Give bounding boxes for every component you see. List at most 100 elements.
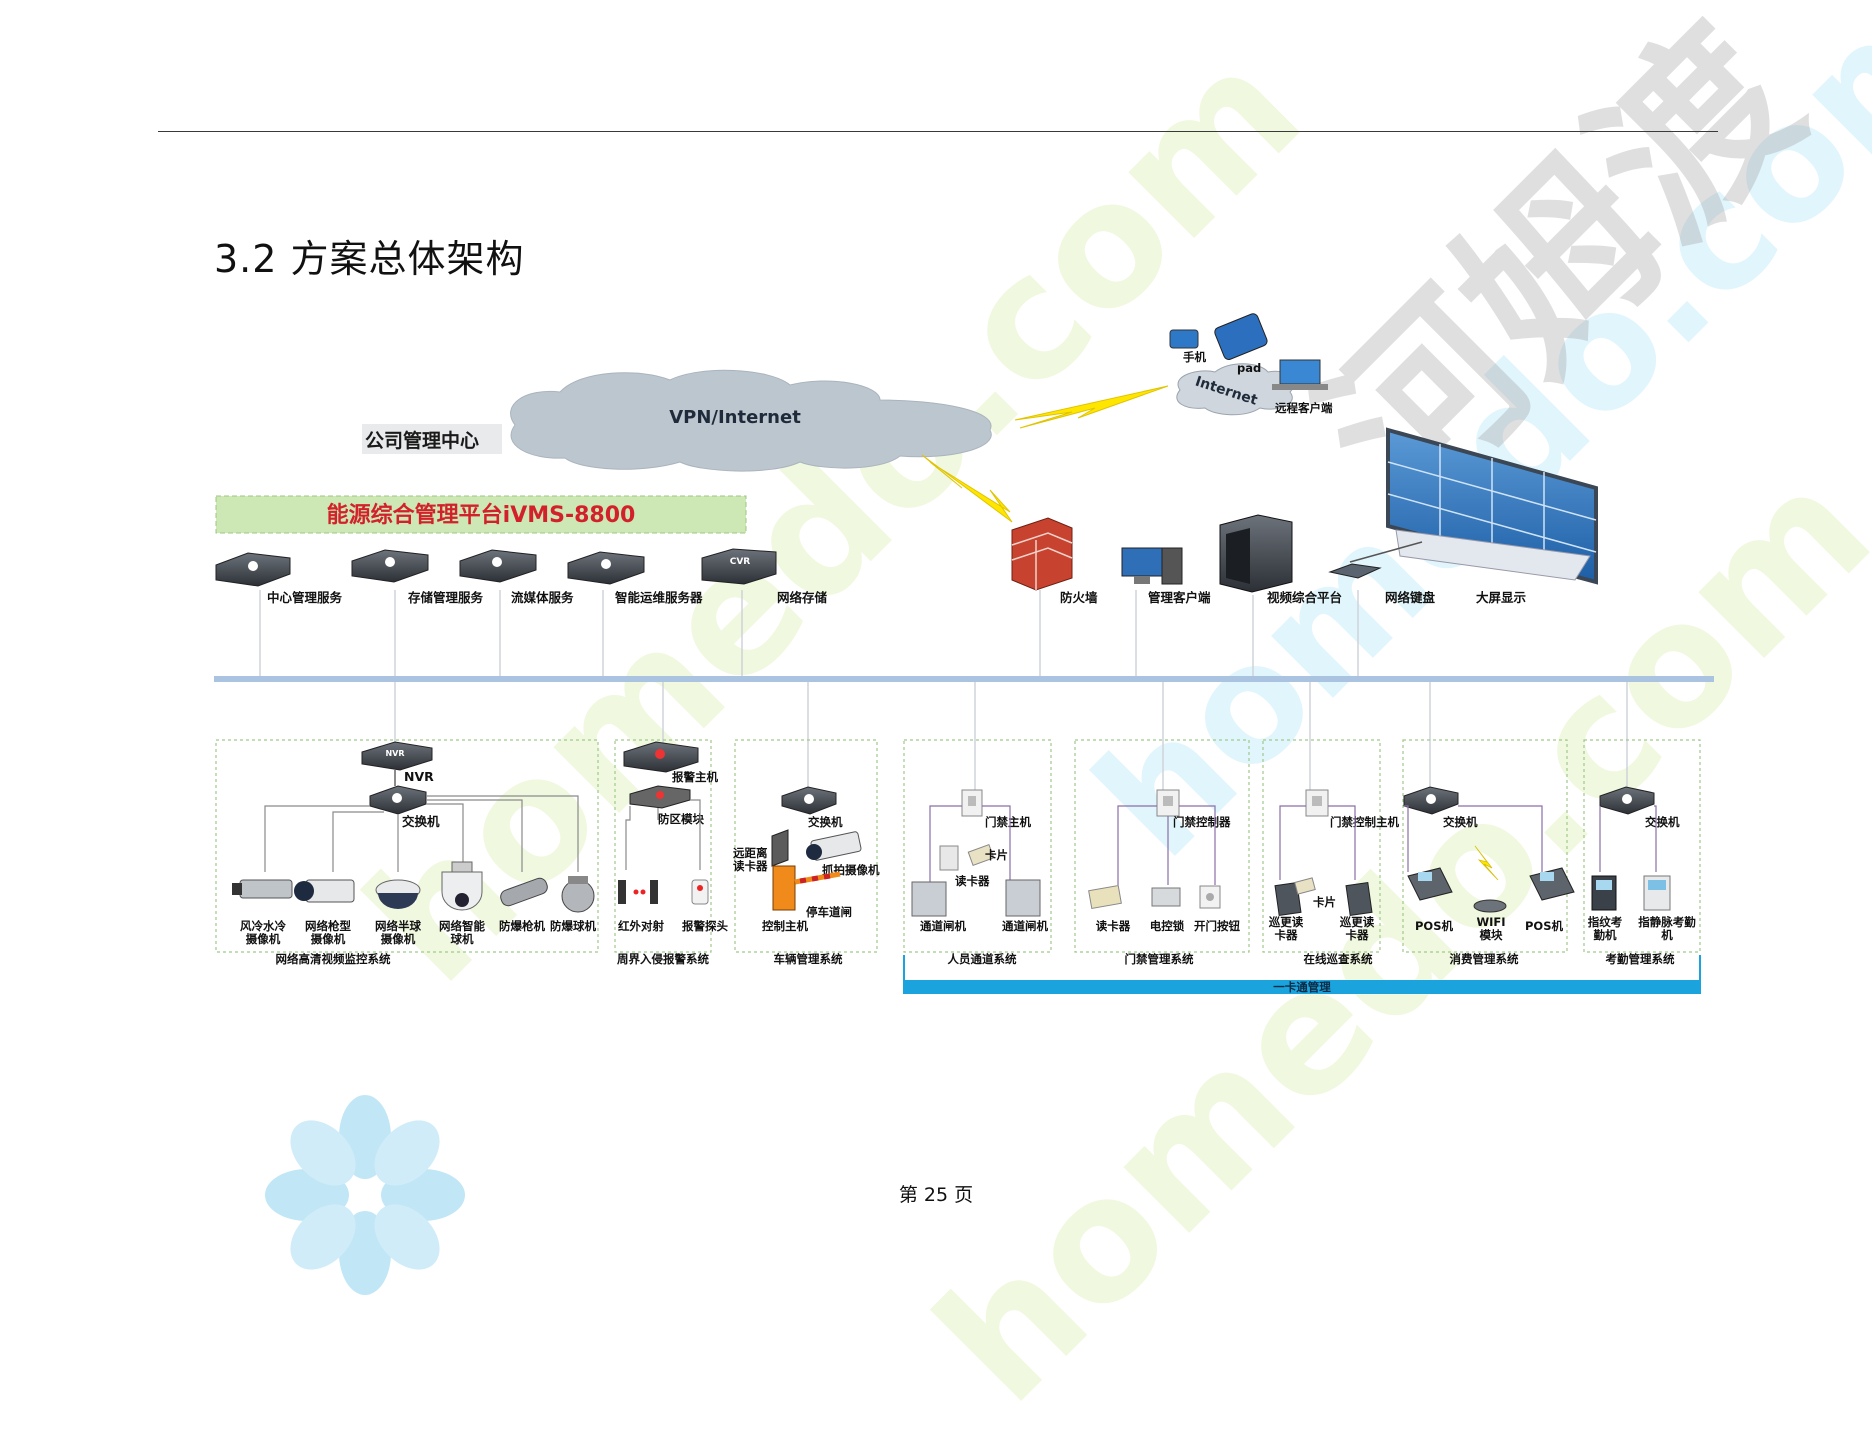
wifi-lightning-icon xyxy=(1474,845,1499,881)
camera-label: 网络枪型摄像机 xyxy=(305,919,351,946)
attendance-system: 交换机 指纹考勤机 指静脉考勤机 考勤管理系统 xyxy=(1588,786,1696,966)
patrol-reader-icon xyxy=(1274,877,1373,916)
system-name: 人员通道系统 xyxy=(948,952,1017,966)
gate-label: 通道闸机 xyxy=(920,919,966,933)
personnel-system: 门禁主机 卡片 读卡器 通道闸机 通道闸机 人员通道系统 xyxy=(911,789,1048,966)
reader-label: 读卡器 xyxy=(1096,919,1131,933)
ir-beam-label: 红外对射 xyxy=(618,919,664,933)
device-label: 管理客户端 xyxy=(1148,590,1211,605)
switch-label: 交换机 xyxy=(808,815,843,829)
header-rule xyxy=(158,131,1718,132)
pos-label: POS机 xyxy=(1415,919,1453,933)
gate-label: 通道闸机 xyxy=(1002,919,1048,933)
switch-label: 交换机 xyxy=(1443,815,1478,829)
lightning-icon xyxy=(921,454,1013,523)
system-name: 车辆管理系统 xyxy=(774,952,843,966)
camera-icons xyxy=(232,861,595,913)
explosion-proof-dome-icon xyxy=(561,876,595,913)
pad-label: pad xyxy=(1237,361,1261,375)
nvr-label: NVR xyxy=(404,769,434,784)
patrol-reader-label: 巡更读卡器 xyxy=(1340,915,1375,942)
system-name: 网络高清视频监控系统 xyxy=(276,952,391,966)
remote-client-label: 远程客户端 xyxy=(1275,401,1333,415)
cooled-camera-icon xyxy=(232,879,293,899)
card-bar-label: 一卡通管理 xyxy=(1273,980,1331,994)
video-wall-icon xyxy=(1386,427,1598,585)
button-label: 开门按钮 xyxy=(1194,919,1240,933)
device-label: 视频综合平台 xyxy=(1267,590,1342,605)
speed-dome-icon xyxy=(441,861,483,911)
keyboard-icon xyxy=(1328,563,1382,579)
ir-beam-icon xyxy=(618,880,658,904)
vein-terminal-icon xyxy=(1643,875,1671,911)
page-number-value: 25 xyxy=(923,1184,949,1206)
mgmt-center-label: 公司管理中心 xyxy=(365,429,479,452)
pos-label: POS机 xyxy=(1525,919,1563,933)
internet-cloud-shape xyxy=(1176,363,1295,416)
camera-label: 防爆球机 xyxy=(550,919,596,933)
long-reader-icon xyxy=(771,829,789,867)
server-label: 中心管理服务 xyxy=(267,590,343,605)
patrol-reader-label: 巡更读卡器 xyxy=(1269,915,1304,942)
switch-icon xyxy=(1403,786,1459,815)
phone-label: 手机 xyxy=(1183,350,1206,364)
server-ops-icon xyxy=(567,551,645,585)
exit-button-icon xyxy=(1199,885,1221,909)
camera-label: 网络半球摄像机 xyxy=(375,919,421,946)
switch-icon xyxy=(369,785,427,815)
door-host-icon xyxy=(961,789,983,817)
access-controller-label: 门禁控制器 xyxy=(1173,815,1231,829)
device-label: 大屏显示 xyxy=(1476,590,1527,605)
access-system: 门禁控制器 读卡器 电控锁 开门按钮 门禁管理系统 xyxy=(1088,789,1240,966)
card-icon xyxy=(939,844,995,871)
system-name: 门禁管理系统 xyxy=(1125,952,1194,966)
explosion-proof-bullet-icon xyxy=(500,877,548,907)
platform-banner xyxy=(215,495,747,534)
system-name: 周界入侵报警系统 xyxy=(617,952,709,966)
door-host-label: 门禁主机 xyxy=(985,815,1031,829)
server-center-mgmt-icon xyxy=(215,552,291,587)
barrier-icon xyxy=(772,865,841,911)
card-label: 卡片 xyxy=(985,848,1008,862)
vein-label: 指静脉考勤机 xyxy=(1638,915,1696,942)
platform-banner-label: 能源综合管理平台iVMS-8800 xyxy=(327,502,636,528)
alarm-probe-icon xyxy=(691,879,709,905)
camera-label: 防爆枪机 xyxy=(499,919,545,933)
access-controller-icon xyxy=(1156,789,1180,817)
server-label: 流媒体服务 xyxy=(511,590,574,605)
server-streaming-icon xyxy=(459,549,537,583)
device-label: 防火墙 xyxy=(1060,590,1098,605)
switch-label: 交换机 xyxy=(402,814,440,829)
phone-icon xyxy=(1169,329,1199,349)
controller-label: 控制主机 xyxy=(762,919,808,933)
alarm-probe-label: 报警探头 xyxy=(682,919,728,933)
tablet-icon xyxy=(1214,313,1268,360)
system-name: 在线巡查系统 xyxy=(1304,952,1373,966)
reader-label: 读卡器 xyxy=(955,874,990,888)
patrol-system: 门禁控制主机 卡片 巡更读卡器 巡更读卡器 在线巡查系统 xyxy=(1269,789,1399,966)
nvr-badge: NVR xyxy=(385,749,404,758)
right-device-row: 防火墙 管理客户端 视频综合平台 网络键盘 大屏显示 xyxy=(1011,427,1598,605)
network-bus xyxy=(214,676,1714,682)
page-number-suffix: 页 xyxy=(954,1184,974,1206)
page-number: 第 25 页 xyxy=(0,1180,1872,1207)
camera-label: 风冷水冷摄像机 xyxy=(240,919,286,946)
subsystem-boxes xyxy=(215,739,1701,953)
video-platform-icon xyxy=(1219,514,1293,593)
card-label: 卡片 xyxy=(1313,895,1336,909)
page-number-prefix: 第 xyxy=(898,1184,918,1206)
switch-icon xyxy=(781,786,837,815)
long-reader-label: 远距离读卡器 xyxy=(733,846,768,873)
turnstile-icon xyxy=(911,879,1041,917)
camera-label: 网络智能球机 xyxy=(439,919,485,946)
lock-label: 电控锁 xyxy=(1150,919,1185,933)
drop-lines xyxy=(259,590,1628,792)
fingerprint-terminal-icon xyxy=(1591,875,1617,911)
firewall-icon xyxy=(1011,517,1073,591)
switch-icon xyxy=(1599,786,1655,815)
server-label: 存储管理服务 xyxy=(407,590,484,605)
system-name: 消费管理系统 xyxy=(1450,952,1519,966)
cvr-badge: CVR xyxy=(730,557,751,567)
switch-label: 交换机 xyxy=(1645,815,1680,829)
